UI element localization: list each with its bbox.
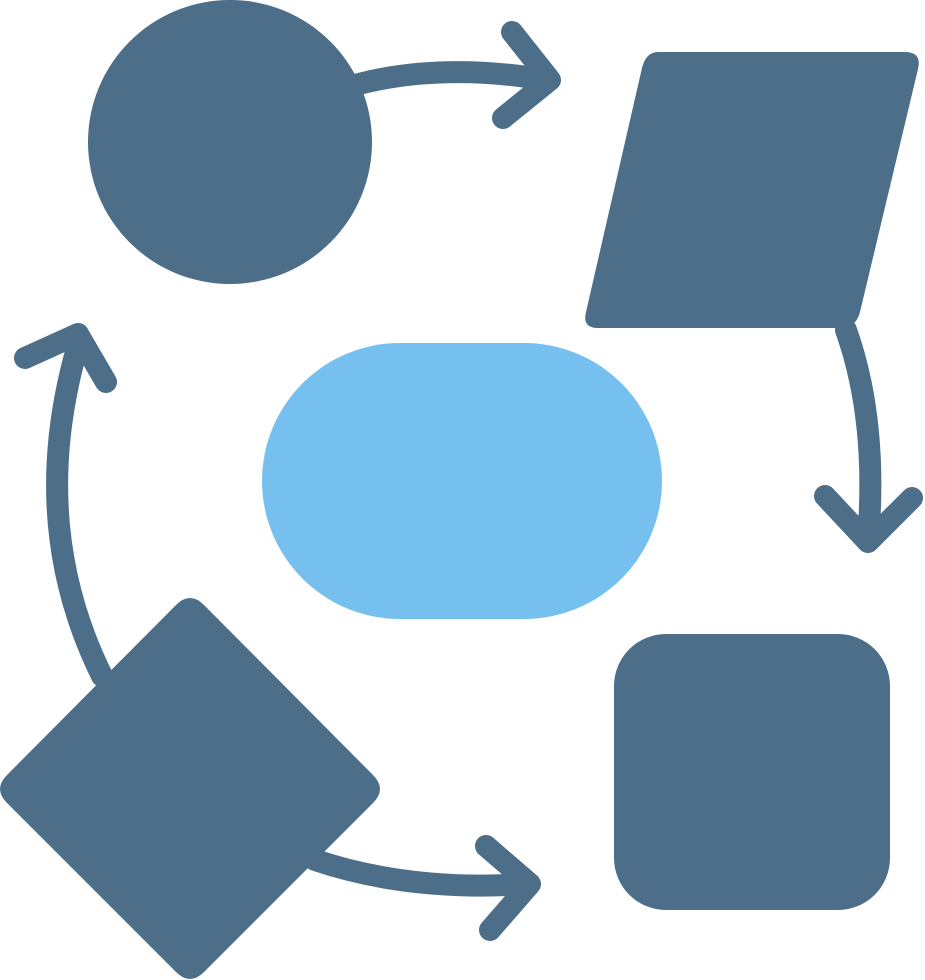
circle-node-icon [88,0,372,284]
rounded-square-node-icon [614,634,890,910]
arrow-up-icon [14,323,117,687]
pill-node-icon [262,343,662,619]
parallelogram-node-icon [585,52,919,328]
diamond-node-icon [0,598,380,979]
arrow-down-icon [814,319,923,553]
arrow-right-icon [344,21,561,129]
arrow-right-icon [304,835,541,941]
